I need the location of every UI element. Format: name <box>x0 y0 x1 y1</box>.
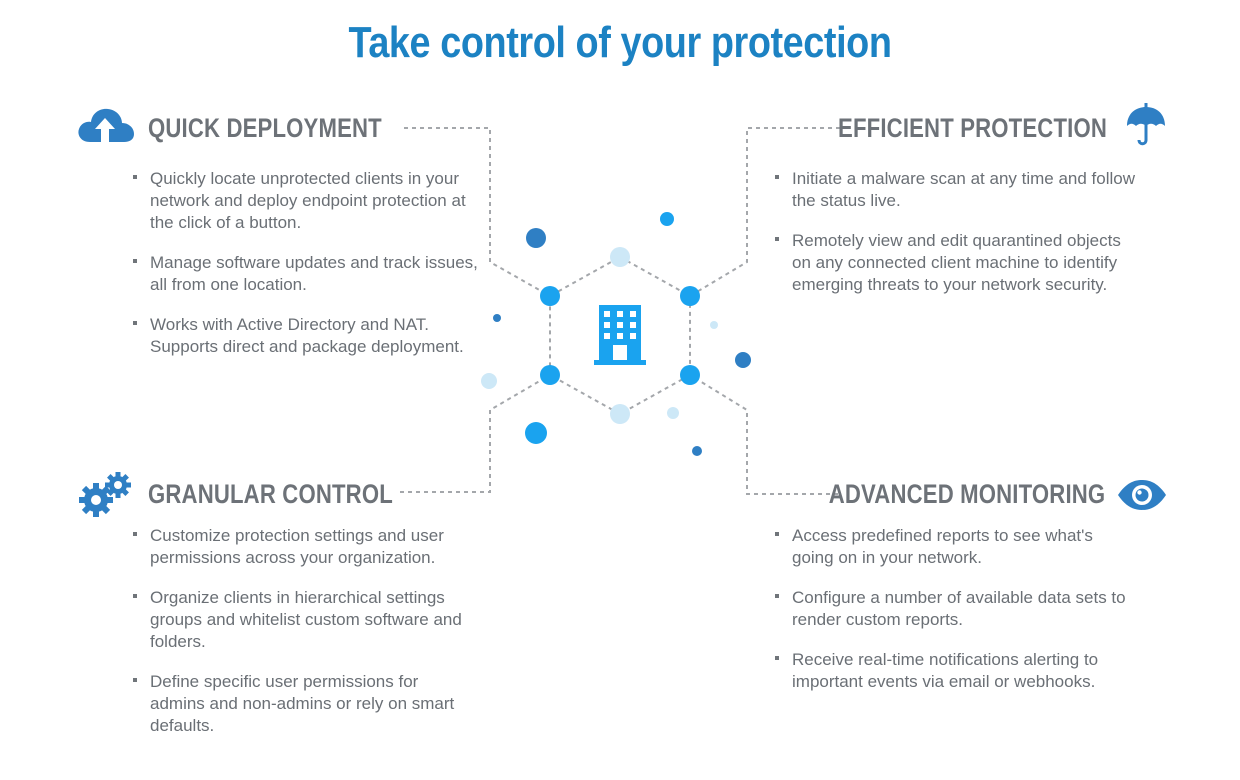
list-item: Works with Active Directory and NAT. Sup… <box>133 314 483 358</box>
dot <box>735 352 751 368</box>
list-item: Receive real-time notifications alerting… <box>775 649 1135 693</box>
heading-granular-control: GRANULAR CONTROL <box>148 479 393 509</box>
gears-icon <box>79 472 131 517</box>
dot <box>667 407 679 419</box>
network-node <box>680 365 700 385</box>
network-node <box>610 247 630 267</box>
building-icon <box>594 305 646 365</box>
dot <box>692 446 702 456</box>
granular-control-list: Customize protection settings and user p… <box>133 525 473 755</box>
list-item: Customize protection settings and user p… <box>133 525 473 569</box>
list-item: Define specific user permissions for adm… <box>133 671 473 737</box>
heading-advanced-monitoring: ADVANCED MONITORING <box>828 479 1105 509</box>
dot <box>493 314 501 322</box>
list-item: Manage software updates and track issues… <box>133 252 483 296</box>
dot <box>525 422 547 444</box>
connector-granular-control <box>400 374 551 493</box>
list-item: Quickly locate unprotected clients in yo… <box>133 168 483 234</box>
advanced-monitoring-list: Access predefined reports to see what's … <box>775 525 1135 711</box>
heading-quick-deployment: QUICK DEPLOYMENT <box>148 113 382 143</box>
dot <box>526 228 546 248</box>
efficient-protection-list: Initiate a malware scan at any time and … <box>775 168 1135 314</box>
umbrella-icon <box>1127 103 1165 146</box>
dot <box>660 212 674 226</box>
heading-efficient-protection: EFFICIENT PROTECTION <box>838 113 1107 143</box>
list-item: Initiate a malware scan at any time and … <box>775 168 1135 212</box>
connector-advanced-monitoring <box>689 374 838 495</box>
network-node <box>540 286 560 306</box>
network-node <box>680 286 700 306</box>
list-item: Configure a number of available data set… <box>775 587 1135 631</box>
eye-icon <box>1118 480 1166 510</box>
dot <box>481 373 497 389</box>
cloud-upload-icon <box>78 108 134 142</box>
list-item: Organize clients in hierarchical setting… <box>133 587 473 653</box>
page-title: Take control of your protection <box>348 18 892 67</box>
connector-quick-deployment <box>404 127 551 297</box>
network-node <box>610 404 630 424</box>
connector-efficient-protection <box>689 127 840 297</box>
network-node <box>540 365 560 385</box>
list-item: Access predefined reports to see what's … <box>775 525 1135 569</box>
dot <box>710 321 718 329</box>
quick-deployment-list: Quickly locate unprotected clients in yo… <box>133 168 483 376</box>
list-item: Remotely view and edit quarantined objec… <box>775 230 1135 296</box>
